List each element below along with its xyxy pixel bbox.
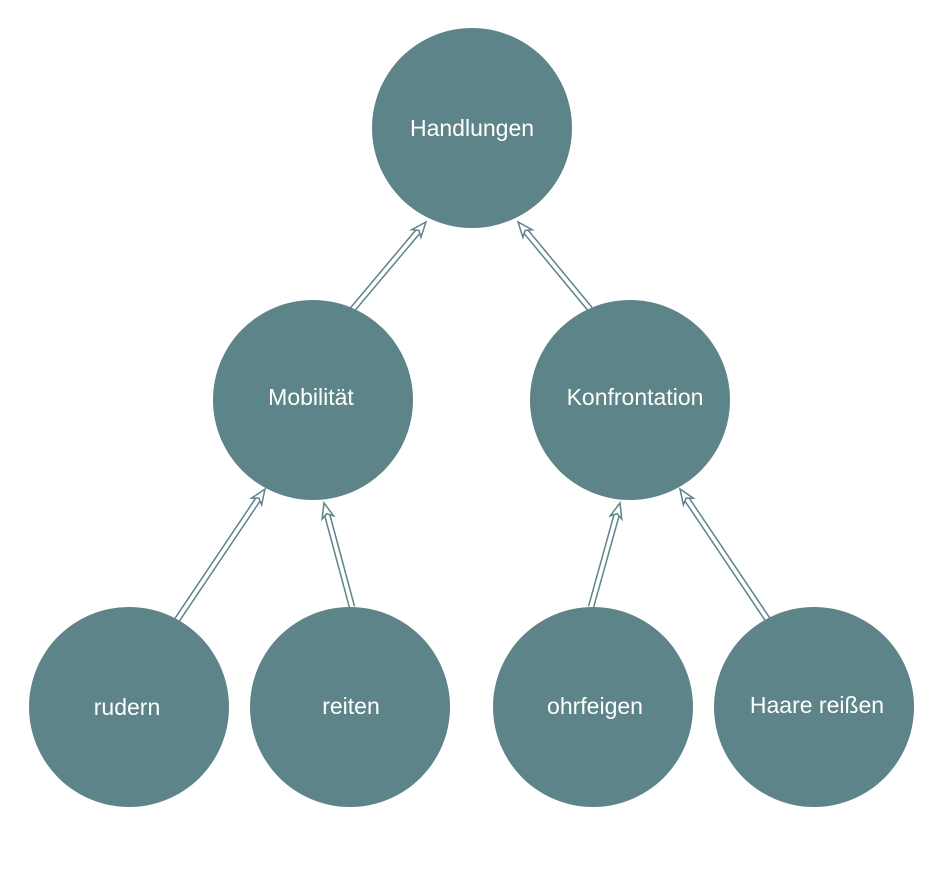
node-haare: Haare reißen <box>714 607 914 807</box>
node-circle <box>714 607 914 807</box>
node-handlungen: Handlungen <box>372 28 572 228</box>
node-label-mobilitaet: Mobilität <box>268 384 354 410</box>
edge-shaft <box>174 497 257 619</box>
edge-shaft <box>353 233 421 313</box>
node-circle <box>29 607 229 807</box>
arrow-head-icon <box>321 501 336 522</box>
node-circle <box>372 28 572 228</box>
node-mobilitaet: Mobilität <box>213 300 413 500</box>
nodes-layer: Handlungen Mobilität Konfrontation ruder… <box>29 28 914 807</box>
edge-shaft <box>329 514 356 607</box>
node-ohrfeigen: ohrfeigen <box>493 607 693 807</box>
node-label-reiten: reiten <box>322 693 380 719</box>
arrow-head-icon <box>409 220 428 240</box>
node-reiten: reiten <box>250 607 450 807</box>
node-circle <box>213 300 413 500</box>
edge-shaft <box>523 233 589 312</box>
edge-shaft <box>592 516 620 608</box>
edge-haare-to-konfrontation <box>678 487 771 622</box>
edge-shaft <box>688 497 771 619</box>
edges-layer <box>174 220 771 622</box>
arrow-head-icon <box>516 220 535 240</box>
edge-reiten-to-mobilitaet <box>321 501 356 608</box>
edge-mobilitaet-to-handlungen <box>349 220 428 313</box>
node-label-rudern: rudern <box>94 694 160 720</box>
node-konfrontation: Konfrontation <box>530 300 730 500</box>
edge-shaft <box>587 514 615 607</box>
arrow-head-icon <box>249 487 267 508</box>
edge-shaft <box>527 229 593 308</box>
node-circle <box>530 300 730 500</box>
node-label-handlungen: Handlungen <box>410 115 534 141</box>
edge-ohrfeigen-to-konfrontation <box>587 501 623 608</box>
node-rudern: rudern <box>29 607 229 807</box>
arrow-head-icon <box>678 487 696 508</box>
arrow-head-icon <box>608 501 623 522</box>
edge-shaft <box>349 229 417 309</box>
node-label-haare: Haare reißen <box>750 692 884 718</box>
edge-shaft <box>324 516 351 608</box>
node-label-konfrontation: Konfrontation <box>567 384 704 410</box>
edge-shaft <box>684 500 767 622</box>
edge-konfrontation-to-handlungen <box>516 220 593 312</box>
node-circle <box>493 607 693 807</box>
edge-shaft <box>178 500 261 622</box>
node-label-ohrfeigen: ohrfeigen <box>547 693 643 719</box>
edge-rudern-to-mobilitaet <box>174 487 267 622</box>
node-circle <box>250 607 450 807</box>
